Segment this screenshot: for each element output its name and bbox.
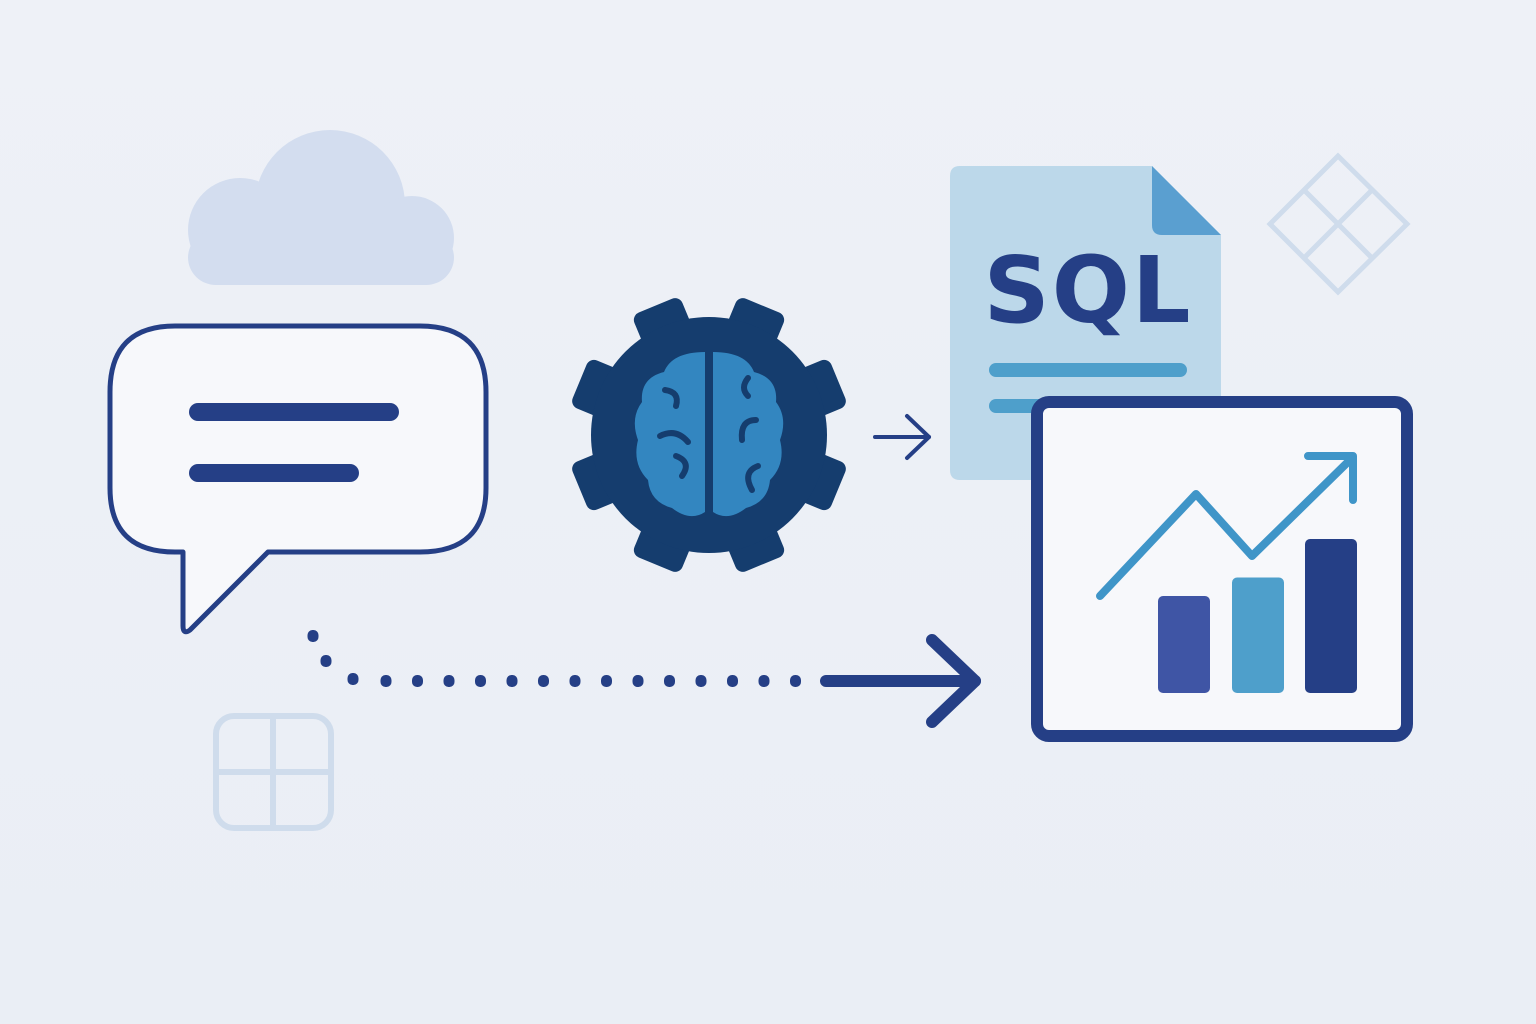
gear-brain-icon [572, 298, 846, 572]
sql-label: SQL [983, 237, 1192, 344]
arrow-dot [412, 675, 423, 687]
trend-line [1096, 454, 1356, 600]
arrow-dot [758, 675, 770, 687]
arrow-dot [506, 675, 518, 687]
arrow-dot [538, 675, 549, 687]
chart-bars [1158, 539, 1357, 693]
brain-icon [634, 352, 784, 517]
arrow-dot [475, 675, 486, 687]
dotted-arrow [307, 630, 981, 728]
chat-bubble-icon [107, 323, 489, 635]
chart-bar [1305, 539, 1357, 693]
arrow-dot [727, 675, 738, 687]
arrow-dot [320, 655, 332, 667]
square-grid-icon [213, 713, 334, 831]
arrow-to-sql [873, 414, 931, 460]
chart-bar [1232, 577, 1284, 693]
arrow-dot [601, 675, 612, 687]
chart-dashboard-icon [1031, 396, 1413, 742]
arrow-dot [569, 675, 581, 687]
arrow-dot [380, 675, 392, 687]
cloud-icon [188, 130, 454, 285]
trend-arrowhead [1304, 452, 1357, 504]
arrow-dot [307, 630, 319, 642]
arrow-dot [695, 675, 707, 687]
arrow-dot [347, 673, 359, 685]
arrow-dot [632, 675, 644, 687]
diamond-grid-icon [1266, 152, 1411, 296]
chart-bar [1158, 595, 1210, 693]
arrow-dot [443, 675, 455, 687]
arrow-dot [790, 675, 801, 687]
arrow-dot [664, 675, 675, 687]
